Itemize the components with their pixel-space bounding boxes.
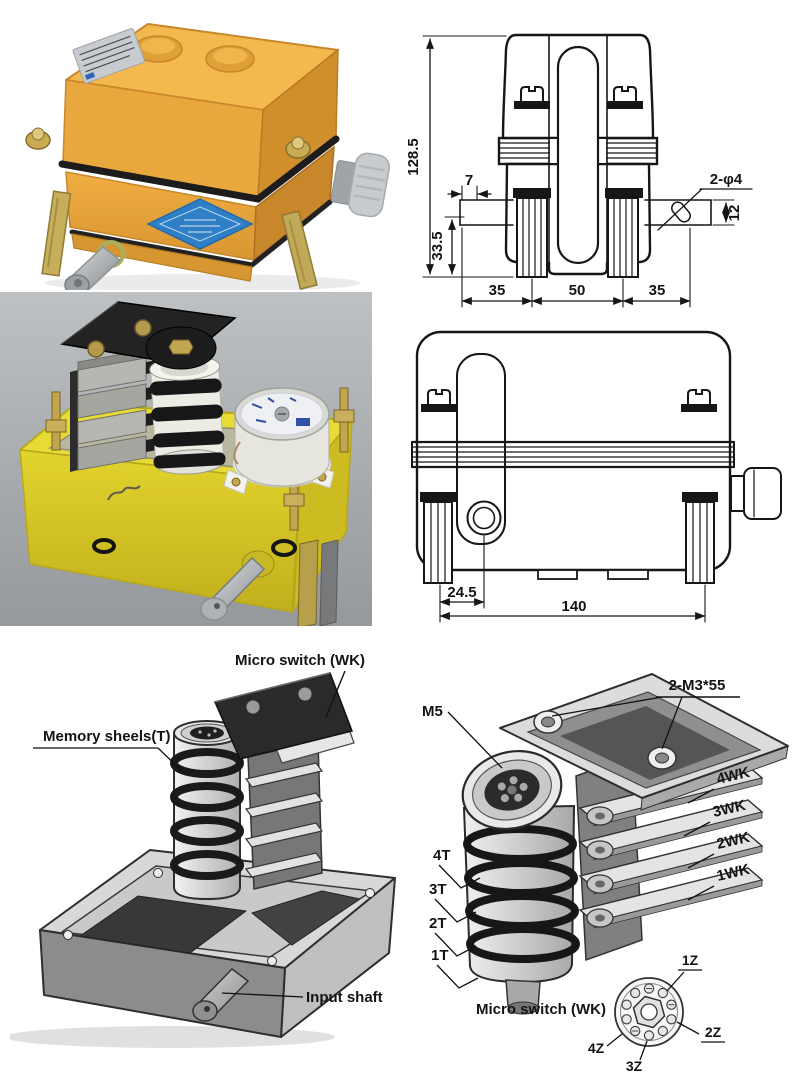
brass-bar xyxy=(297,539,319,626)
opened-switch-photo xyxy=(0,292,372,626)
gasket-seal xyxy=(58,135,340,203)
dim-center-span: 50 xyxy=(569,282,586,299)
label-m5: M5 xyxy=(422,703,443,720)
dim-foot-height: 33.5 xyxy=(429,231,446,260)
switch-stack xyxy=(244,740,324,890)
input-shaft-photo xyxy=(200,556,266,621)
nameplate xyxy=(72,28,145,84)
cable-gland-drawing xyxy=(730,467,782,520)
dim-total-height: 128.5 xyxy=(405,138,422,176)
upper-foot-right xyxy=(681,389,717,412)
label-input-shaft: Input shaft xyxy=(306,989,383,1006)
side-view-drawing: 24.5 140 xyxy=(410,330,782,623)
leg-right xyxy=(685,501,715,584)
top-bracket xyxy=(60,301,237,370)
upper-foot-left xyxy=(421,389,457,412)
leg-left xyxy=(423,501,453,584)
lid-screw-left xyxy=(25,127,51,150)
corner-bolt-left xyxy=(45,391,67,451)
cutaway-illustration-right: M5 2-M3*55 4WK 3WK 2WK 1WK 4T 3T 2T 1T M… xyxy=(422,673,789,1074)
cam-disc-stack xyxy=(149,355,226,475)
caption-micro-switch: Micro switch (WK) xyxy=(476,1001,606,1018)
memory-wheel-tower xyxy=(461,749,580,1015)
label-4z: 4Z xyxy=(588,1040,605,1056)
front-view-drawing: 128.5 33.5 7 35 50 35 2-φ4 12 xyxy=(405,33,753,308)
terminal-detail xyxy=(614,977,684,1047)
micro-switch-stack xyxy=(70,349,158,472)
dim-total-width: 140 xyxy=(561,598,586,615)
input-shaft-circle xyxy=(466,500,502,536)
upper-foot-left xyxy=(514,86,550,109)
corner-bolt-right xyxy=(333,387,355,453)
handwritten-mark xyxy=(107,485,141,501)
label-micro-switch: Micro switch (WK) xyxy=(235,652,365,669)
z-callouts: 1Z 2Z 3Z 4Z xyxy=(588,952,725,1074)
dim-left-span: 35 xyxy=(489,282,506,299)
top-plate xyxy=(499,673,789,811)
corner-bolt-front xyxy=(283,471,305,531)
photo-shadow xyxy=(45,274,361,290)
gasket-ring xyxy=(92,538,116,554)
label-3z: 3Z xyxy=(626,1058,643,1074)
dim-right-span: 35 xyxy=(649,282,666,299)
switch-lid xyxy=(62,23,339,199)
dim-shaft-offset: 24.5 xyxy=(447,584,476,601)
label-3t: 3T xyxy=(429,881,447,898)
label-screws: 2-M3*55 xyxy=(669,677,726,694)
gearbox-housing xyxy=(39,849,396,1038)
output-shaft xyxy=(64,246,122,290)
leg-right xyxy=(607,197,639,278)
memory-wheel-tower xyxy=(170,720,244,901)
leg-left xyxy=(516,197,548,278)
label-1t: 1T xyxy=(431,947,449,964)
hole-callout: 2-φ4 xyxy=(710,171,743,188)
mounting-slot xyxy=(671,201,691,223)
top-micro-switch xyxy=(213,672,355,764)
dim-slot-height: 12 xyxy=(726,205,743,222)
label-1z: 1Z xyxy=(682,952,699,968)
label-2t: 2T xyxy=(429,915,447,932)
t-callouts: 4T 3T 2T 1T xyxy=(429,847,481,989)
stroke-counter xyxy=(223,387,335,495)
cutaway-illustration-left: Micro switch (WK) Memory sheels(T) Input… xyxy=(10,652,396,1048)
lid-screw-right xyxy=(285,136,311,159)
gasket-ring xyxy=(271,539,297,557)
dim-step: 7 xyxy=(465,172,473,189)
shaft-housing-column xyxy=(456,353,506,545)
upper-foot-right xyxy=(607,86,643,109)
label-memory-sheels: Memory sheels(T) xyxy=(43,728,171,745)
center-slot xyxy=(556,45,600,265)
steel-bar xyxy=(319,539,339,626)
label-4t: 4T xyxy=(433,847,451,864)
diamond-sticker xyxy=(146,198,254,250)
cable-gland xyxy=(330,152,390,218)
mounting-bar-left xyxy=(41,190,72,277)
assembled-switch-photo xyxy=(25,23,390,290)
label-2z: 2Z xyxy=(705,1024,722,1040)
mounting-bar-right xyxy=(281,210,318,290)
